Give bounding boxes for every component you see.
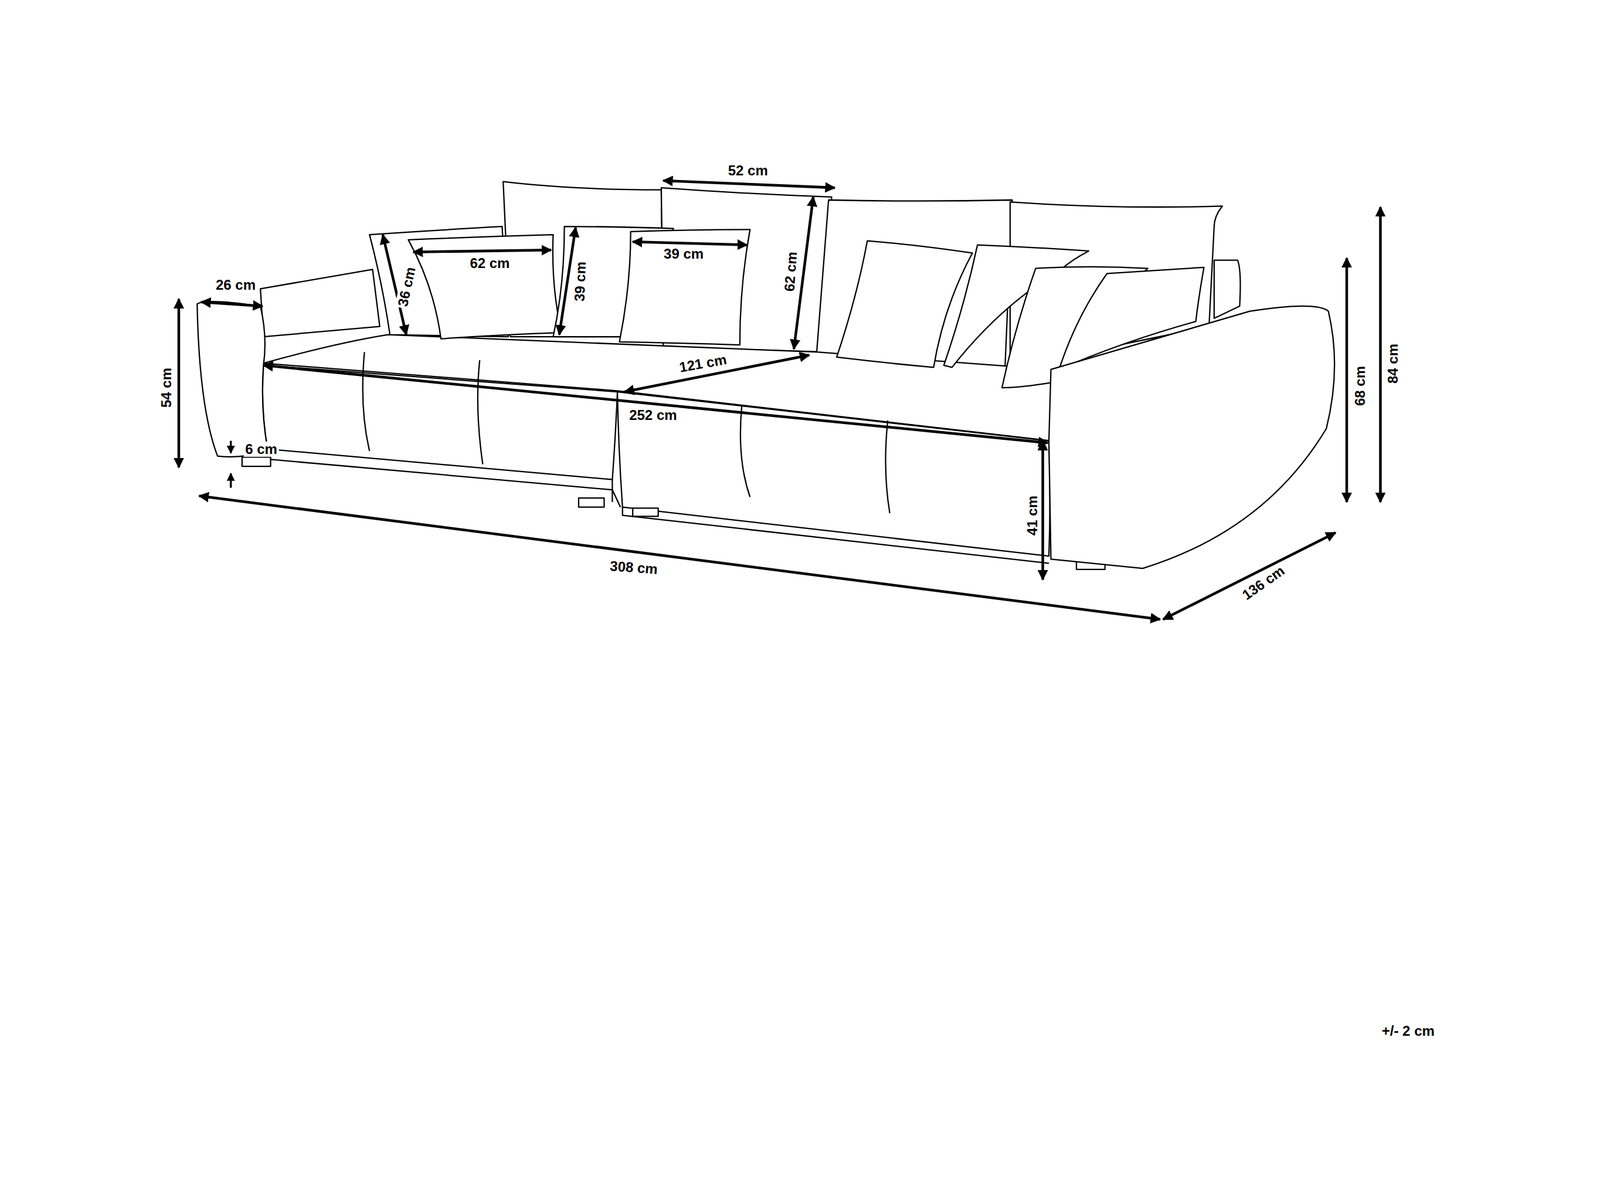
dimension-label: 68 cm — [1352, 364, 1368, 408]
dimension-label: 52 cm — [726, 162, 770, 178]
sofa-foot — [632, 507, 658, 516]
dimension-label: 6 cm — [243, 441, 280, 457]
dimension-label: 36 cm — [395, 263, 420, 310]
dimension-arrow — [229, 440, 232, 454]
seat-seam — [362, 351, 370, 451]
dimension-label: 62 cm — [467, 255, 512, 271]
leg-height-arrows — [229, 440, 232, 488]
left-arm-top — [260, 269, 380, 337]
dimension-label: 121 cm — [676, 351, 730, 376]
dimension-label: 39 cm — [661, 246, 706, 262]
plinth — [267, 449, 621, 508]
dimension-line — [1041, 440, 1045, 580]
seat-seam — [885, 420, 890, 514]
dimension-label: 84 cm — [1384, 341, 1401, 386]
dimension-label: 252 cm — [627, 407, 679, 423]
dimension-line — [177, 299, 181, 468]
sofa — [196, 181, 1335, 570]
dimension-label: +/- 2 cm — [1380, 1023, 1437, 1039]
dimension-label: 62 cm — [781, 249, 800, 294]
dimension-label: 39 cm — [572, 259, 590, 304]
seat-seam — [477, 359, 484, 464]
dimension-line — [413, 249, 552, 252]
dimension-line — [199, 496, 1161, 620]
dimension-label: 54 cm — [158, 365, 174, 410]
throw-pillow — [408, 234, 562, 339]
dimension-label: 41 cm — [1024, 493, 1041, 538]
back-frame — [1214, 260, 1241, 319]
throw-pillow — [619, 229, 751, 345]
dimension-lines — [178, 180, 1381, 620]
left-arm — [196, 301, 268, 457]
dimension-line — [1163, 532, 1336, 620]
dimension-line — [1378, 206, 1382, 502]
seat-seam — [740, 405, 750, 498]
dimension-line — [263, 365, 1048, 443]
dimension-label: 136 cm — [1237, 561, 1289, 604]
sofa-foot — [242, 456, 271, 467]
dimension-label: 308 cm — [607, 557, 660, 577]
dimension-line — [201, 301, 263, 307]
seat-front — [617, 391, 1051, 556]
dimension-line — [1345, 257, 1349, 502]
dimension-line — [632, 241, 747, 245]
dimension-line — [663, 180, 835, 188]
plinth — [622, 507, 1049, 564]
plinth — [611, 479, 613, 502]
dimension-arrow — [229, 473, 232, 488]
dimension-label: 26 cm — [213, 276, 258, 292]
right-arm — [1048, 306, 1335, 569]
sofa-foot — [578, 497, 604, 508]
